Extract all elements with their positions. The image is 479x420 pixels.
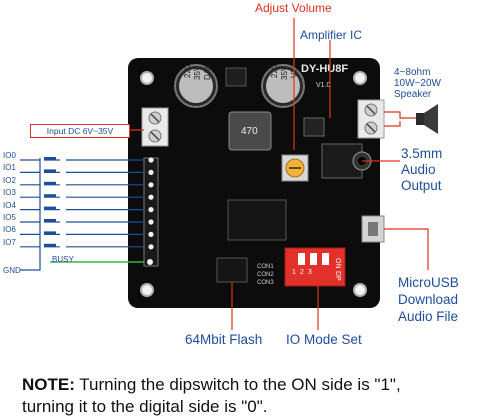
dip-n3: 3 bbox=[308, 269, 312, 276]
cap1-text-2: 35V bbox=[193, 65, 202, 80]
io-pin-dot-3 bbox=[148, 194, 154, 200]
io-wires bbox=[20, 157, 154, 250]
label-adjust-volume: Adjust Volume bbox=[255, 1, 332, 15]
micro-usb bbox=[361, 215, 385, 243]
mounting-holes bbox=[140, 71, 367, 297]
speaker-terminal bbox=[357, 99, 385, 139]
label-microusb-1: MicroUSB bbox=[398, 275, 459, 290]
dip-switch bbox=[284, 247, 346, 287]
capacitor-1 bbox=[174, 64, 218, 108]
label-flash: 64Mbit Flash bbox=[185, 332, 263, 347]
inductor bbox=[228, 111, 272, 151]
label-audio-1: 3.5mm bbox=[401, 146, 443, 161]
cap1-text-3: DAL bbox=[203, 64, 212, 80]
io-pin-dot-5 bbox=[148, 219, 154, 225]
flash-chip bbox=[216, 257, 248, 283]
label-gnd: GND bbox=[3, 266, 21, 275]
dip-dp: DP bbox=[334, 271, 341, 281]
label-microusb-3: Audio File bbox=[398, 309, 459, 324]
note-line2: turning it to the digital side is "0". bbox=[22, 397, 268, 417]
label-speaker-3: Speaker bbox=[394, 89, 432, 100]
io-pin-label-6: IO6 bbox=[3, 225, 16, 235]
io-switch-5 bbox=[44, 219, 56, 222]
note: NOTE: Turning the dipswitch to the ON si… bbox=[22, 374, 462, 418]
label-speaker-1: 4~8ohm bbox=[394, 67, 431, 78]
dip-n1: 1 bbox=[292, 269, 296, 276]
con2-label: CON2 bbox=[257, 272, 274, 278]
speaker-icon bbox=[416, 104, 438, 134]
dip-on: ON bbox=[334, 258, 341, 269]
board-model: DY-HU8F bbox=[301, 63, 348, 75]
label-speaker-2: 10W~20W bbox=[394, 78, 441, 89]
volume-pot bbox=[281, 154, 309, 182]
io-pin-dot-0 bbox=[148, 157, 154, 163]
amplifier-chip bbox=[303, 117, 325, 137]
label-audio-2: Audio bbox=[401, 162, 436, 177]
cap2-text-2: 35V bbox=[280, 65, 289, 80]
label-io-mode: IO Mode Set bbox=[286, 332, 362, 347]
io-pin-label-0: IO0 bbox=[3, 151, 16, 160]
label-audio-3: Output bbox=[401, 178, 442, 193]
io-pin-dot-2 bbox=[148, 182, 154, 188]
label-input-dc: Input DC 6V~35V bbox=[30, 124, 130, 138]
io-pin-label-3: IO3 bbox=[3, 188, 16, 198]
note-bold: NOTE: bbox=[22, 375, 75, 394]
power-terminal bbox=[141, 107, 169, 147]
io-switch-4 bbox=[44, 206, 56, 210]
io-pin-dot-6 bbox=[148, 231, 154, 237]
io-pin-dot-4 bbox=[148, 207, 154, 213]
note-line1: Turning the dipswitch to the ON side is … bbox=[74, 375, 401, 394]
io-pin-label-5: IO5 bbox=[3, 213, 16, 222]
io-pin-dot-1 bbox=[148, 169, 154, 175]
io-pin-label-4: IO4 bbox=[3, 200, 16, 210]
io-pin-label-7: IO7 bbox=[3, 237, 16, 247]
dip-n2: 2 bbox=[300, 269, 304, 276]
con3-label: CON3 bbox=[257, 280, 274, 286]
gnd-wire bbox=[20, 158, 41, 271]
io-switch-1 bbox=[44, 169, 56, 173]
inductor-label: 470 bbox=[241, 126, 258, 137]
io-switch-2 bbox=[44, 181, 56, 185]
smd-chip-top bbox=[225, 67, 247, 87]
annotation-lines bbox=[128, 18, 429, 330]
io-switch-7 bbox=[44, 243, 56, 247]
con1-label: CON1 bbox=[257, 264, 274, 270]
main-chip bbox=[227, 199, 287, 241]
io-pin-label-2: IO2 bbox=[3, 175, 16, 185]
label-busy: BUSY bbox=[52, 255, 74, 264]
board-version: V1.0 bbox=[316, 82, 331, 89]
io-switch-6 bbox=[44, 231, 56, 235]
cap2-text-1: 220 bbox=[270, 64, 279, 78]
label-microusb-2: Download bbox=[398, 292, 459, 307]
label-amplifier-ic: Amplifier IC bbox=[300, 28, 363, 42]
cap1-text-1: 220 bbox=[183, 64, 192, 78]
io-switch-0 bbox=[44, 157, 56, 160]
io-pin-label-1: IO1 bbox=[3, 163, 16, 173]
io-pin-dot-7 bbox=[148, 244, 154, 250]
busy-pin bbox=[147, 259, 153, 265]
io-switch-3 bbox=[44, 194, 56, 198]
